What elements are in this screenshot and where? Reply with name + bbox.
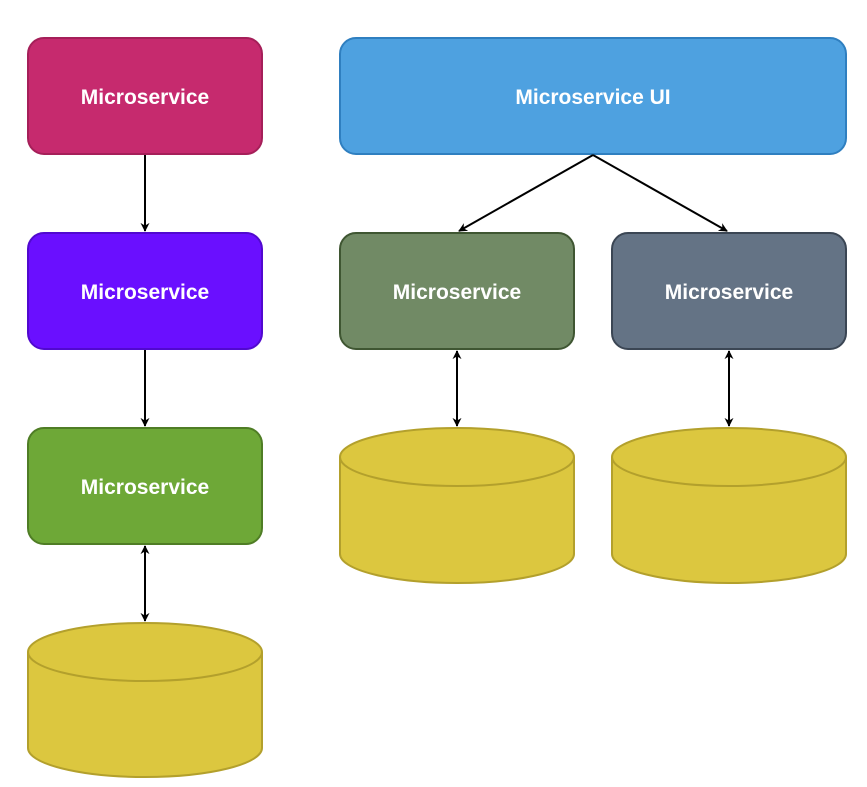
- node-ui-label: Microservice UI: [515, 86, 670, 109]
- node-left-bottom: Microservice: [27, 427, 263, 545]
- node-left-top-label: Microservice: [81, 86, 209, 109]
- database-middle: [339, 427, 575, 584]
- node-left-top: Microservice: [27, 37, 263, 155]
- node-right-left: Microservice: [339, 232, 575, 350]
- database-left: [27, 622, 263, 778]
- arrow-ui-to-right-left: [458, 154, 594, 232]
- node-left-middle: Microservice: [27, 232, 263, 350]
- database-right: [611, 427, 847, 584]
- arrow-ui-to-right-right: [592, 154, 728, 232]
- node-left-bottom-label: Microservice: [81, 476, 209, 499]
- node-right-left-label: Microservice: [393, 281, 521, 304]
- node-left-middle-label: Microservice: [81, 281, 209, 304]
- node-right-right: Microservice: [611, 232, 847, 350]
- node-right-right-label: Microservice: [665, 281, 793, 304]
- node-ui: Microservice UI: [339, 37, 847, 155]
